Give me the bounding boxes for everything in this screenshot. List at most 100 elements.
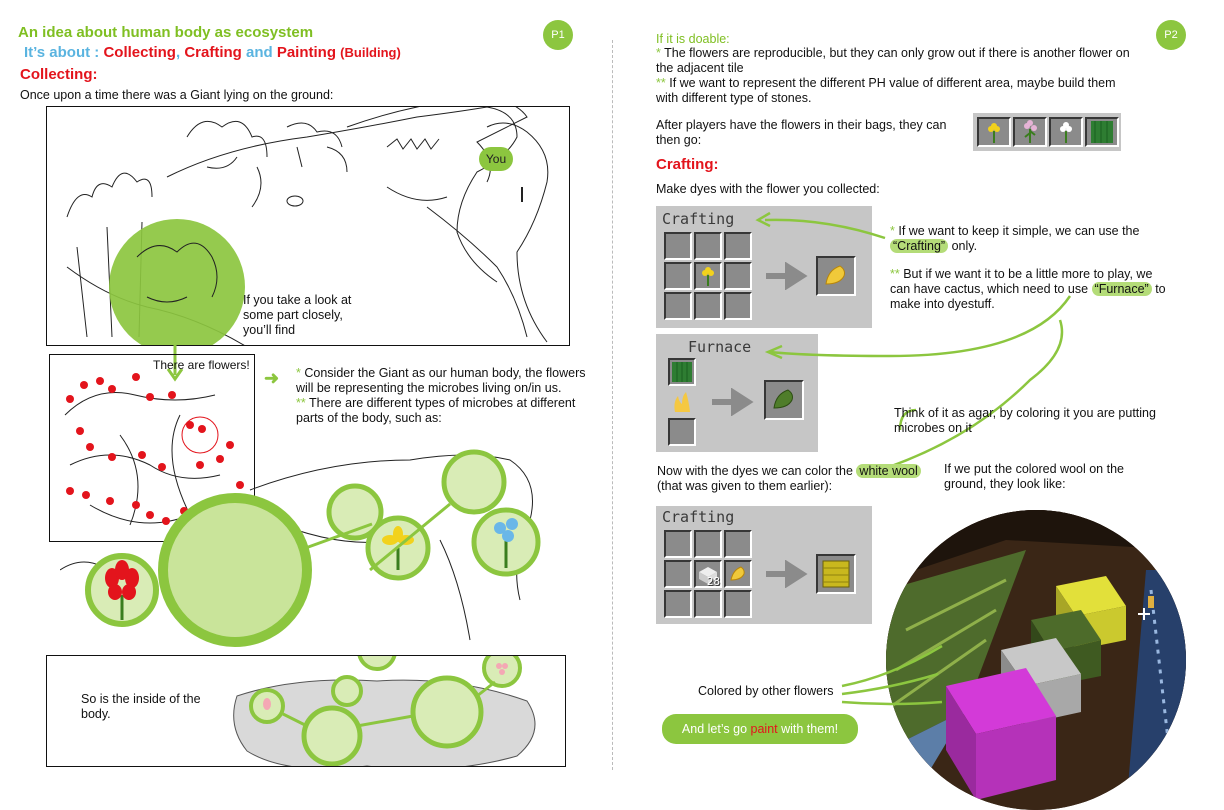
note1: * Consider the Giant as our human body, … — [296, 366, 586, 426]
page1-badge: P1 — [543, 20, 573, 50]
inventory-slot-pink-flower[interactable] — [1013, 117, 1047, 147]
agar-note: Think of it as agar, by coloring it you … — [894, 406, 1156, 435]
subtitle-building: (Building) — [340, 45, 401, 60]
craft-slot-yellow-dye[interactable] — [724, 560, 752, 588]
doable1-line: the adjacent tile — [656, 61, 744, 75]
body-inside-illustration — [233, 656, 536, 766]
page1-subtitle: It’s about : Collecting, Crafting and Pa… — [24, 44, 401, 61]
subtitle-collecting: Collecting — [103, 44, 176, 61]
page-divider — [612, 40, 613, 770]
microbe-bubbles-illustration — [60, 449, 541, 647]
craft-result-yellow-wool[interactable] — [816, 554, 856, 594]
subtitle-painting: Painting — [276, 44, 336, 61]
after-players-text: After players have the flowers in their … — [656, 118, 947, 147]
craft-slot[interactable] — [724, 232, 752, 260]
doable2-line: ** If we want to represent the different… — [656, 76, 1116, 90]
crafting-heading: Crafting: — [656, 156, 719, 173]
colored-wool-scene — [886, 510, 1186, 810]
craft-slot[interactable] — [664, 292, 692, 320]
flowers-closeup-illustration — [64, 373, 244, 526]
note2-star: ** — [296, 396, 306, 410]
connector-arrows — [755, 211, 1072, 472]
down-arrow-icon — [166, 345, 184, 382]
crafting-label: Crafting — [662, 210, 735, 228]
green-dye-icon — [773, 389, 793, 409]
closer-look-line: some part closely, — [243, 308, 343, 322]
lets-go-pre: And let’s go — [681, 721, 748, 736]
craft-slot-yellow-flower[interactable] — [694, 262, 722, 290]
inventory-slot-yellow-flower[interactable] — [977, 117, 1011, 147]
subtitle-and: and — [245, 44, 273, 61]
simple-note: * If we want to keep it simple, we can u… — [890, 224, 1140, 253]
yellow-wool-icon — [822, 560, 850, 588]
subtitle-crafting: Crafting — [184, 44, 242, 61]
lets-go-post: with them! — [781, 721, 839, 736]
stack-count: 28 — [706, 575, 720, 588]
craft-slot[interactable] — [664, 232, 692, 260]
white-wool-highlight: white wool — [856, 464, 921, 478]
craft-slot[interactable] — [694, 292, 722, 320]
colored-ground-note: If we put the colored wool on the ground… — [944, 462, 1124, 491]
yellow-flower-icon — [702, 267, 714, 286]
furnace-fuel-slot[interactable] — [668, 418, 696, 446]
cactus-icon — [672, 362, 692, 382]
craft-slot[interactable] — [694, 590, 722, 618]
inside-body-panel: So is the inside of the body. — [46, 655, 566, 767]
craft-slot[interactable] — [694, 530, 722, 558]
note1-line: * Consider the Giant as our human body, … — [296, 366, 586, 380]
furnace-label: Furnace — [688, 338, 752, 356]
doable1-line: * The flowers are reproducible, but they… — [656, 46, 1130, 60]
you-bubble: You — [479, 147, 513, 171]
cactus-icon — [1091, 121, 1113, 143]
lets-go-paint-button[interactable]: And let’s go paint with them! — [662, 714, 858, 744]
yellow-dye-icon — [730, 566, 745, 581]
inventory-slot-cactus[interactable] — [1085, 117, 1119, 147]
craft-result-yellow-dye[interactable] — [816, 256, 856, 296]
craft-slot[interactable] — [664, 560, 692, 588]
pink-flower-icon — [1024, 120, 1037, 143]
there-are-flowers-text: There are flowers! — [153, 358, 250, 372]
note1-line: will be representing the microbes living… — [296, 381, 562, 395]
inside-body-text: So is the inside of the body. — [81, 692, 201, 722]
note2-line: parts of the body, such as: — [296, 411, 442, 425]
yellow-flower-icon — [988, 123, 1000, 143]
inventory-strip — [973, 113, 1121, 151]
note1-star: * — [296, 366, 301, 380]
inside-line: body. — [81, 707, 111, 721]
make-dyes-text: Make dyes with the flower you collected: — [656, 182, 880, 196]
craft-slot[interactable] — [724, 292, 752, 320]
intro-text: Once upon a time there was a Giant lying… — [20, 88, 334, 102]
white-wool-icon — [699, 567, 717, 584]
craft-slot[interactable] — [694, 232, 722, 260]
craft-slot[interactable] — [724, 590, 752, 618]
craft-slot[interactable] — [724, 262, 752, 290]
doable2-line: with different type of stones. — [656, 91, 812, 105]
white-flower-icon — [1060, 122, 1072, 143]
crafting-label: Crafting — [662, 508, 735, 526]
furnace-result-green-dye[interactable] — [764, 380, 804, 420]
collecting-heading: Collecting: — [20, 66, 98, 83]
doable-heading: If it is doable: — [656, 32, 730, 46]
inventory-slot-white-flower[interactable] — [1049, 117, 1083, 147]
doable-notes: * The flowers are reproducible, but they… — [656, 46, 1130, 106]
fire-icon — [670, 390, 694, 414]
furnace-highlight: “Furnace” — [1091, 282, 1152, 296]
wool-note: Now with the dyes we can color the white… — [657, 464, 921, 494]
craft-slot[interactable] — [664, 590, 692, 618]
yellow-dye-icon — [825, 265, 845, 285]
page2-badge: P2 — [1156, 20, 1186, 50]
craft-slot[interactable] — [724, 530, 752, 558]
flowers-closeup-panel: There are flowers! — [49, 354, 255, 542]
giant-sketch-illustration — [66, 107, 549, 345]
subtitle-prefix: It’s about : — [24, 44, 100, 61]
cactus-note: ** But if we want it to be a little more… — [890, 267, 1166, 311]
giant-sketch-panel: You If you take a look at some part clos… — [46, 106, 570, 346]
closer-look-line: If you take a look at — [243, 293, 352, 307]
craft-slot[interactable] — [664, 262, 692, 290]
craft-arrow-icon — [766, 262, 808, 290]
crafting-panel-wool: Crafting 28 — [656, 506, 872, 624]
craft-slot[interactable] — [664, 530, 692, 558]
furnace-input-cactus[interactable] — [668, 358, 696, 386]
craft-slot-white-wool[interactable]: 28 — [694, 560, 722, 588]
lets-go-paint: paint — [750, 721, 778, 736]
